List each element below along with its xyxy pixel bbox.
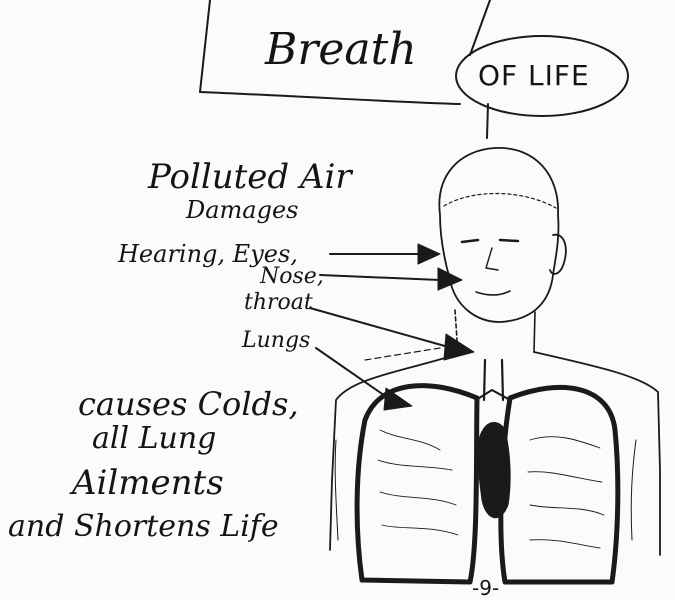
label-polluted-air: Polluted Air xyxy=(148,160,352,194)
label-all-lung: all Lung xyxy=(92,424,216,454)
label-hearing-eyes: Hearing, Eyes, xyxy=(118,242,298,266)
label-throat: throat xyxy=(244,292,313,314)
head xyxy=(439,148,566,322)
banner-title: Breath xyxy=(265,28,417,72)
label-shortens-life: and Shortens Life xyxy=(8,512,279,542)
label-causes-colds: causes Colds, xyxy=(78,388,299,420)
trachea xyxy=(476,360,510,400)
page-number: -9- xyxy=(472,578,499,598)
label-lungs: Lungs xyxy=(242,330,310,352)
banner-subtitle: OF LIFE xyxy=(478,62,590,90)
label-ailments: Ailments xyxy=(72,466,224,500)
label-nose: Nose, xyxy=(260,266,324,288)
lungs-drawing xyxy=(357,386,618,582)
label-damages: Damages xyxy=(186,198,299,222)
